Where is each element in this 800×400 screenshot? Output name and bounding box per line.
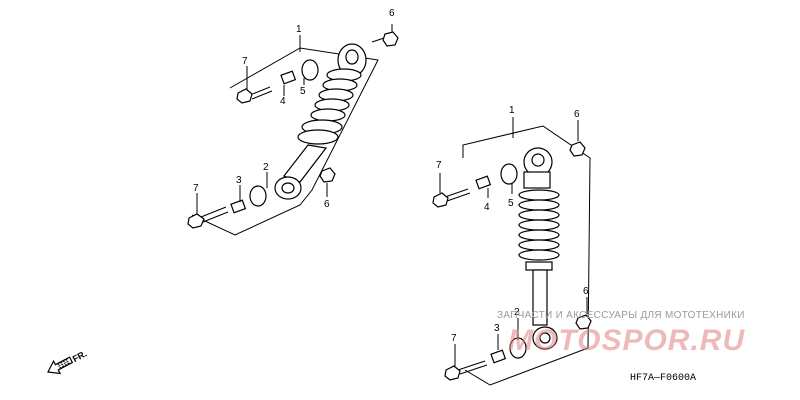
- collar-left-bottom: [230, 199, 247, 214]
- diagram-code: HF7A—F0600A: [630, 373, 696, 384]
- shock-right-spring: [518, 171, 560, 271]
- bolt-left-bottom: [187, 206, 229, 229]
- bushing-left-top: [301, 59, 319, 81]
- callout-left-2: 2: [263, 162, 269, 173]
- callout-left-6-top: 6: [389, 8, 395, 19]
- nut-right-top: [569, 141, 586, 157]
- callout-left-7-top: 7: [242, 56, 248, 67]
- bolt-right-bottom: [444, 360, 488, 381]
- callout-right-4: 4: [484, 202, 490, 213]
- nut-right-bottom: [575, 314, 592, 330]
- callout-left-6-bottom: 6: [324, 199, 330, 210]
- callout-right-7-bottom: 7: [451, 333, 457, 344]
- front-label: FR.: [71, 349, 88, 365]
- collar-right-bottom: [490, 349, 507, 364]
- shock-left-damper-body: [283, 144, 328, 183]
- callout-left-7-bottom: 7: [193, 183, 199, 194]
- callout-left-4: 4: [280, 96, 286, 107]
- shock-left-upper-eye: [337, 43, 367, 77]
- callout-left-1: 1: [296, 24, 302, 35]
- front-direction-arrow: FR.: [47, 349, 88, 375]
- assembly-right: [432, 117, 592, 386]
- callout-right-3: 3: [494, 323, 500, 334]
- shock-left-lower-eye: [274, 176, 302, 200]
- collar-left-top: [280, 70, 297, 85]
- shock-right-upper-eye: [523, 147, 553, 177]
- callout-left-3: 3: [236, 175, 242, 186]
- callout-left-5: 5: [300, 86, 306, 97]
- arrow-icon: [47, 356, 74, 375]
- assembly-right-outline: [462, 125, 591, 386]
- bolt-right-top: [432, 188, 471, 208]
- callout-right-7-top: 7: [436, 160, 442, 171]
- bushing-left-bottom: [249, 185, 267, 207]
- callout-right-6-bottom: 6: [583, 286, 589, 297]
- bolt-left-top: [236, 86, 273, 104]
- shock-right-damper-body: [532, 269, 548, 326]
- shock-left-spring: [297, 68, 362, 145]
- watermark-brand: MOTOSPOR.RU: [508, 324, 745, 357]
- assembly-left: [187, 24, 399, 236]
- callout-right-1: 1: [509, 105, 515, 116]
- shock-right-lower-eye: [532, 326, 558, 350]
- nut-left-bottom: [319, 167, 336, 183]
- callout-right-6-top: 6: [574, 109, 580, 120]
- callout-right-2: 2: [514, 307, 520, 318]
- nut-left-top: [382, 31, 399, 47]
- watermark-caption: ЗАПЧАСТИ И АКСЕССУАРЫ ДЛЯ МОТОТЕХНИКИ: [497, 310, 745, 321]
- collar-right-top: [475, 175, 492, 190]
- callout-right-5: 5: [508, 198, 514, 209]
- bushing-right-top: [500, 163, 518, 185]
